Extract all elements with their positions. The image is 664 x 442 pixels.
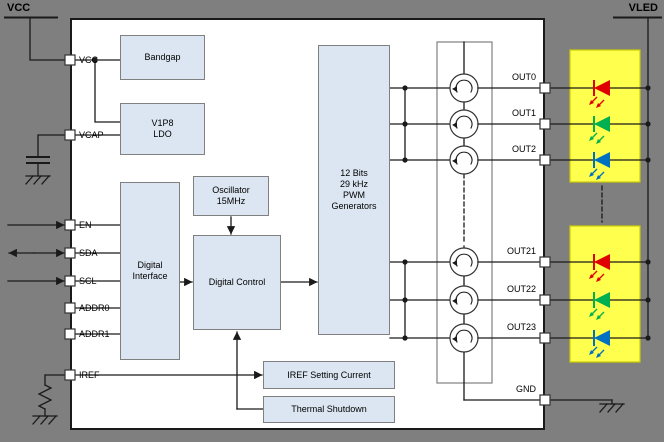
pin-en <box>64 219 76 231</box>
ground-icon <box>599 403 625 413</box>
pin-label-out1: OUT1 <box>511 108 536 118</box>
resistor-icon <box>37 384 53 410</box>
block-bandgap: Bandgap <box>120 35 205 80</box>
led-symbols <box>589 80 610 358</box>
led-green-icon <box>589 116 610 144</box>
current-source-icon <box>449 145 479 175</box>
gnd-wiring <box>549 399 625 413</box>
led-blue-icon <box>589 152 610 180</box>
capacitor-icon <box>26 156 50 164</box>
pin-label-iref: IREF <box>79 370 100 380</box>
output-wiring-internal <box>477 87 541 339</box>
block-label: 29 kHz <box>339 179 368 189</box>
pin-label-out2: OUT2 <box>511 144 536 154</box>
block-label: V1P8 <box>151 118 174 128</box>
pin-out22 <box>539 294 551 306</box>
control-signal-wires <box>74 216 318 410</box>
pin-vcap <box>64 129 76 141</box>
pin-label-vcap: VCAP <box>79 130 104 140</box>
vcc-rail-wiring <box>4 16 66 61</box>
junction-dot <box>92 57 98 63</box>
block-label: Digital Control <box>208 277 266 287</box>
pin-label-en: EN <box>79 220 92 230</box>
block-label: Interface <box>132 271 168 281</box>
block-label: Oscillator <box>212 185 250 195</box>
block-iref-setting-current: IREF Setting Current <box>263 361 395 389</box>
pin-label-out0: OUT0 <box>511 72 536 82</box>
led-green-icon <box>589 292 610 320</box>
pin-out0 <box>539 82 551 94</box>
block-label: 15MHz <box>216 196 246 206</box>
pin-out23 <box>539 332 551 344</box>
pin-label-addr1: ADDR1 <box>79 329 110 339</box>
block-digital-control: Digital Control <box>193 235 281 330</box>
pin-iref <box>64 369 76 381</box>
pin-label-out21: OUT21 <box>506 246 536 256</box>
block-label: Generators <box>331 201 377 211</box>
pin-addr1 <box>64 328 76 340</box>
ground-icon <box>32 415 58 425</box>
block-label: Digital <box>137 260 163 270</box>
current-source-icon <box>449 109 479 139</box>
vcap-capacitor-wiring <box>25 134 66 185</box>
led-red-icon <box>589 254 610 282</box>
pin-label-gnd: GND <box>516 384 536 394</box>
pin-scl <box>64 275 76 287</box>
pin-sda <box>64 247 76 259</box>
vled-bus <box>613 16 662 339</box>
block-pwm-generators: 12 Bits 29 kHz PWM Generators <box>318 45 390 335</box>
package-pins <box>64 54 551 406</box>
led-blue-icon <box>589 330 610 358</box>
block-oscillator: Oscillator 15MHz <box>193 176 269 216</box>
ground-icon <box>25 175 51 185</box>
pin-vcc <box>64 54 76 66</box>
block-label: Bandgap <box>144 52 181 62</box>
pin-label-vcc: VCC <box>79 55 99 65</box>
block-label: Thermal Shutdown <box>291 404 367 414</box>
pwm-to-driver-wiring <box>389 85 451 341</box>
iref-resistor-wiring <box>32 374 66 425</box>
led-red-icon <box>589 80 610 108</box>
vled-rail-label: VLED <box>628 2 658 14</box>
block-label: LDO <box>153 129 172 139</box>
pin-label-out22: OUT22 <box>506 284 536 294</box>
pin-label-scl: SCL <box>79 276 97 286</box>
pin-label-out23: OUT23 <box>506 322 536 332</box>
current-sources <box>449 73 479 353</box>
current-source-icon <box>449 247 479 277</box>
pin-addr0 <box>64 302 76 314</box>
i2c-external-arrows <box>7 220 65 286</box>
pin-out21 <box>539 256 551 268</box>
block-thermal-shutdown: Thermal Shutdown <box>263 396 395 423</box>
pin-out1 <box>539 118 551 130</box>
block-label: PWM <box>343 190 365 200</box>
pin-label-sda: SDA <box>79 248 98 258</box>
pin-out2 <box>539 154 551 166</box>
pin-label-addr0: ADDR0 <box>79 303 110 313</box>
vcc-internal-net <box>74 57 121 136</box>
vcc-rail-label: VCC <box>7 2 31 14</box>
block-label: 12 Bits <box>340 168 368 178</box>
block-label: IREF Setting Current <box>287 369 371 380</box>
block-v1p8-ldo: V1P8 LDO <box>120 103 205 155</box>
block-digital-interface: Digital Interface <box>120 182 180 360</box>
pin-gnd <box>539 394 551 406</box>
current-source-icon <box>449 285 479 315</box>
